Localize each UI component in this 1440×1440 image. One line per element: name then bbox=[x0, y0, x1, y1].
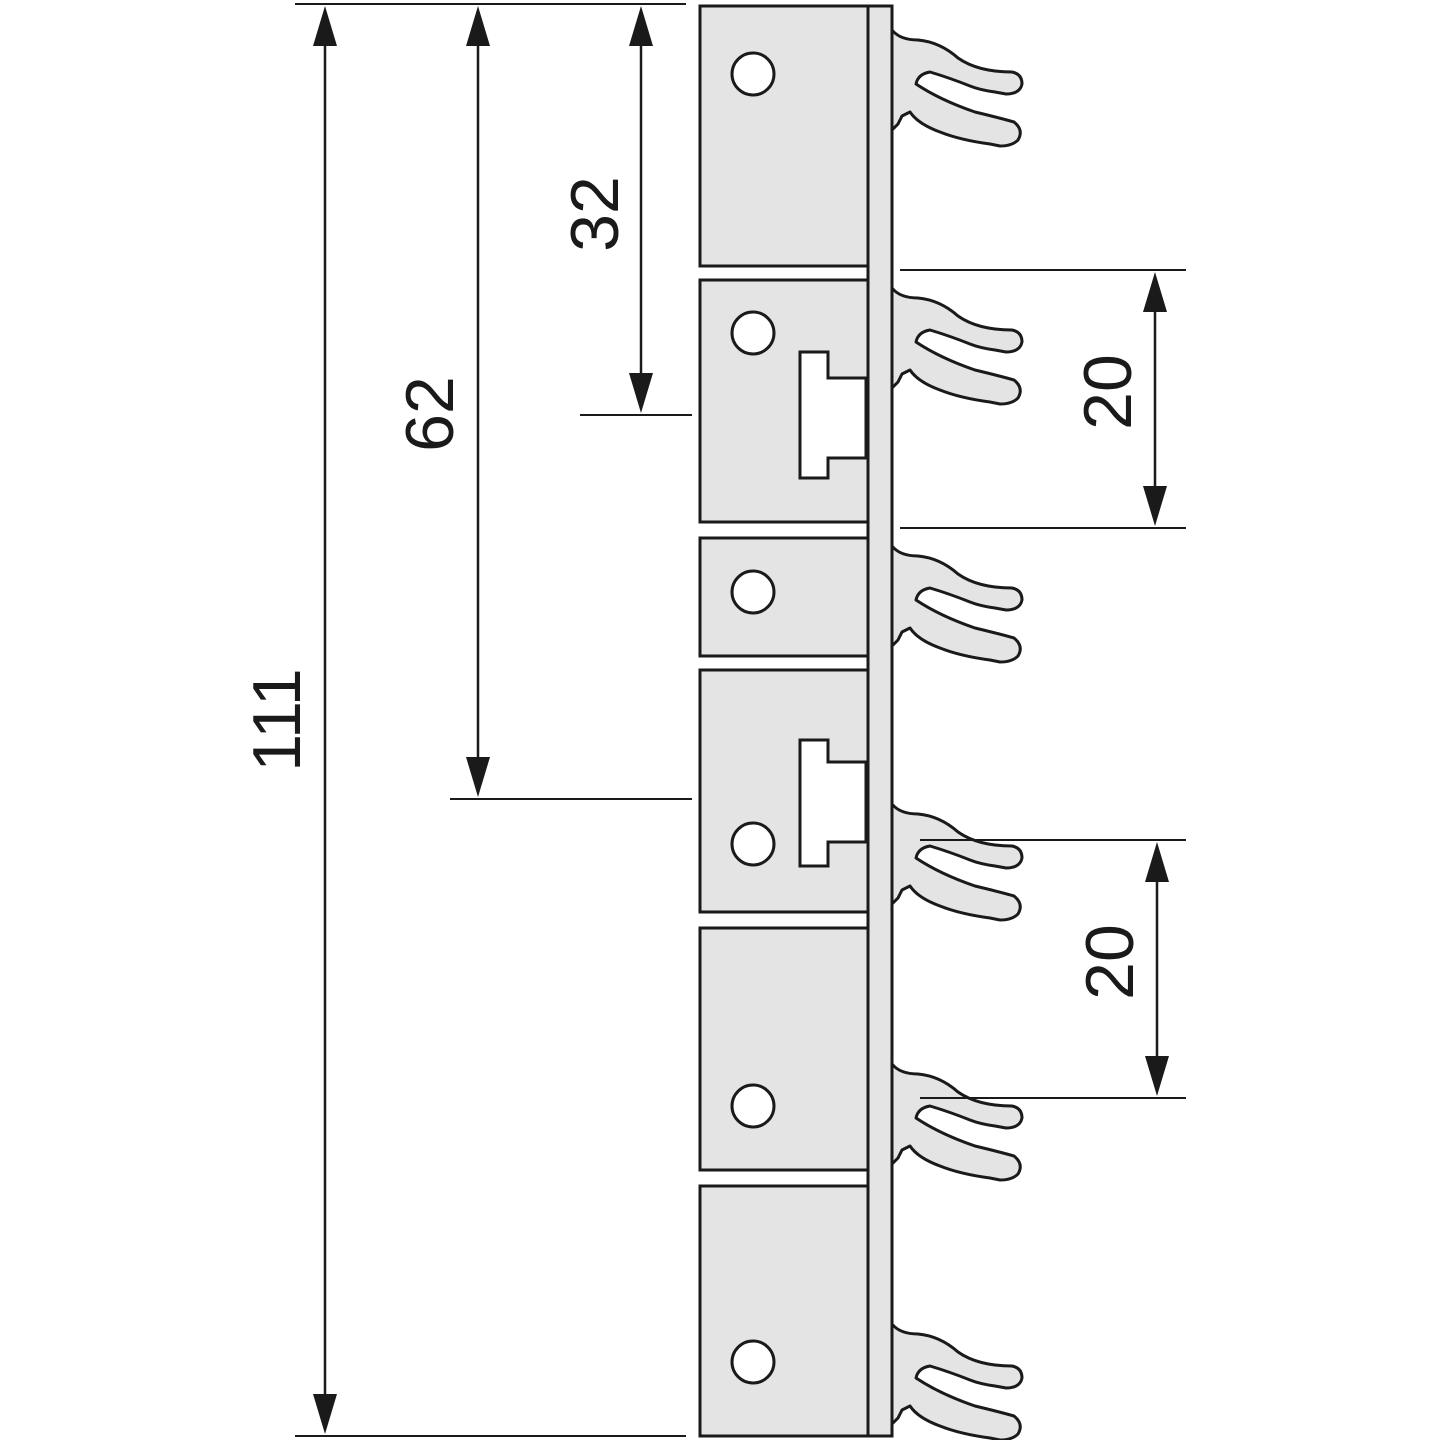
hole-5 bbox=[730, 1083, 776, 1129]
plate-5 bbox=[698, 926, 870, 1172]
hole-1 bbox=[730, 51, 776, 97]
dimension-62: 62 bbox=[392, 6, 490, 797]
dimension-label-32: 32 bbox=[557, 176, 633, 252]
plates bbox=[698, 4, 870, 1438]
rail bbox=[866, 4, 894, 1438]
arrow-down bbox=[313, 1394, 337, 1434]
extension-lines bbox=[295, 3, 1186, 1437]
t-slot-2 bbox=[798, 738, 868, 868]
dimension-label-20-lower: 20 bbox=[1072, 924, 1148, 1000]
hook-clip-5 bbox=[890, 1038, 1024, 1182]
hole-3 bbox=[730, 569, 776, 615]
dimension-label-20-upper: 20 bbox=[1070, 354, 1146, 430]
dimension-111: 111 bbox=[239, 6, 337, 1434]
hook-clip-1 bbox=[890, 4, 1024, 148]
dimension-label-62: 62 bbox=[392, 376, 468, 452]
hook-clip-4 bbox=[890, 778, 1024, 922]
hook-clip-2 bbox=[890, 262, 1024, 406]
plate-3 bbox=[698, 536, 870, 658]
arrow-up bbox=[313, 6, 337, 46]
plate-1 bbox=[698, 4, 870, 268]
dimension-20-upper: 20 bbox=[1070, 272, 1167, 526]
hole-6 bbox=[730, 1339, 776, 1385]
hook-clip-3 bbox=[890, 520, 1024, 664]
plate-6 bbox=[698, 1184, 870, 1438]
hole-4 bbox=[730, 821, 776, 867]
dimension-20-lower: 20 bbox=[1072, 842, 1169, 1096]
dimension-label-111: 111 bbox=[239, 668, 315, 771]
t-slot-1 bbox=[798, 350, 868, 480]
hook-clip-6 bbox=[890, 1298, 1024, 1440]
mounting-holes bbox=[730, 51, 776, 1385]
t-slots bbox=[798, 350, 868, 868]
dimension-32: 32 bbox=[557, 6, 653, 413]
hook-clips bbox=[890, 4, 1024, 1440]
hole-2 bbox=[730, 310, 776, 356]
